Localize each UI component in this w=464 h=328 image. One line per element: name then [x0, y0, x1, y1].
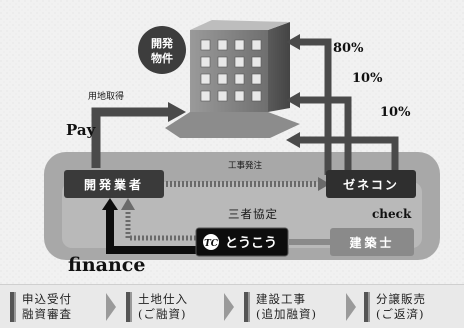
- step-land-purchase: 土地仕入 (ご融資): [126, 290, 226, 324]
- step-2-line1: 土地仕入: [138, 292, 188, 306]
- building-icon: [165, 20, 300, 138]
- architect-box: [330, 228, 414, 256]
- repayment-dotted-arrow: [125, 208, 200, 241]
- finance-arrowhead: [102, 198, 118, 210]
- funding-arrows: [300, 38, 399, 175]
- company-logo-text: とうこう: [225, 236, 277, 251]
- property-label-line2: 物件: [151, 51, 173, 65]
- step-1-line1: 申込受付: [22, 292, 72, 306]
- pct-10-label-upper: 10%: [352, 71, 383, 86]
- developer-label: 開発業者: [84, 177, 144, 192]
- pay-label: Pay: [66, 121, 97, 139]
- chevron-right-icon: [346, 293, 356, 321]
- company-logo-mark: [203, 234, 219, 250]
- step-marker-icon: [10, 292, 16, 322]
- general-contractor-box: [326, 170, 416, 198]
- general-contractor-label: ゼネコン: [343, 177, 399, 192]
- land-acquisition-label: 用地取得: [88, 90, 124, 102]
- arrow-80pct: [300, 38, 332, 175]
- step-construction: 建設工事 (追加融資): [244, 290, 344, 324]
- step-sales: 分譲販売 (ご返済): [364, 290, 464, 324]
- construction-order-label: 工事発注: [228, 160, 263, 171]
- land-acquisition-arrow: [91, 107, 168, 168]
- property-label-line1: 開発: [151, 36, 174, 50]
- chevron-right-icon: [106, 293, 116, 321]
- finance-label: finance: [68, 254, 145, 276]
- repayment-dotted-arrowhead: [121, 198, 135, 210]
- check-label: check: [372, 207, 412, 221]
- construction-order-arrowhead: [318, 177, 330, 191]
- step-4-line2: (ご返済): [376, 307, 425, 321]
- step-application-review: 申込受付 融資審査: [10, 290, 110, 324]
- arrowhead-10pct-upper: [286, 92, 300, 108]
- pct-80-label: 80%: [333, 41, 364, 56]
- svg-text:TC: TC: [204, 239, 219, 249]
- property-badge: [138, 26, 186, 74]
- process-steps-bar: 申込受付 融資審査 土地仕入 (ご融資) 建設工事 (追加融資) 分譲販売 (ご…: [0, 284, 464, 328]
- arrow-10pct-lower: [300, 136, 399, 175]
- step-marker-icon: [244, 292, 250, 322]
- arrowhead-10pct-lower: [286, 132, 300, 148]
- finance-arrow: [106, 208, 200, 254]
- land-acquisition-arrowhead: [168, 102, 186, 122]
- pct-10-label-lower: 10%: [380, 105, 411, 120]
- step-1-line2: 融資審査: [22, 307, 72, 321]
- step-4-line1: 分譲販売: [376, 292, 426, 306]
- tripartite-agreement-label: 三者協定: [228, 207, 278, 221]
- arrow-10pct-upper: [300, 96, 352, 175]
- step-marker-icon: [364, 292, 370, 322]
- developer-box: [64, 170, 164, 198]
- step-3-line2: (追加融資): [256, 307, 317, 321]
- architect-label: 建築士: [348, 235, 394, 250]
- arrowhead-80pct: [286, 34, 300, 50]
- chevron-right-icon: [224, 293, 234, 321]
- step-marker-icon: [126, 292, 132, 322]
- step-2-line2: (ご融資): [138, 307, 187, 321]
- step-3-line1: 建設工事: [256, 292, 306, 306]
